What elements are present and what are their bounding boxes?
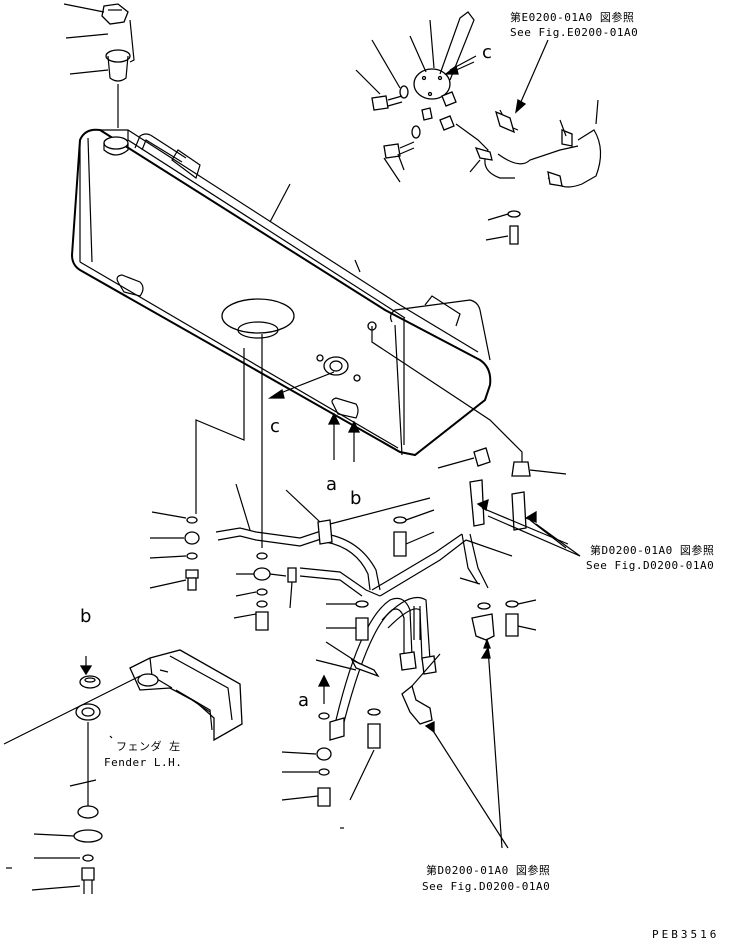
- fender-label-jp: フェンダ 左: [116, 740, 181, 753]
- fuel-hoses: [195, 334, 513, 741]
- ref-d0200-lower-en: See Fig.D0200-01A0: [422, 880, 551, 893]
- drain-fittings: [371, 326, 569, 549]
- view-arrows: [267, 371, 581, 849]
- view-letter-c-top: c: [482, 42, 492, 63]
- view-letter-a-low: a: [298, 690, 310, 711]
- ref-e0200-en: See Fig.E0200-01A0: [510, 26, 639, 39]
- fuel-sender-unit: [355, 11, 602, 245]
- view-letter-c-mid: c: [270, 416, 280, 437]
- ref-e0200-jp: 第E0200-01A0 図参照: [510, 11, 635, 24]
- drawing-code: PEB3516: [652, 928, 720, 941]
- ref-d0200-upper-jp: 第D0200-01A0 図参照: [590, 544, 715, 557]
- fender-label-en: Fender L.H.: [104, 756, 183, 769]
- filler-cap-assembly: [63, 3, 135, 128]
- fender-lh: [3, 649, 243, 787]
- view-letter-b-left: b: [80, 606, 92, 627]
- ref-d0200-upper-en: See Fig.D0200-01A0: [586, 559, 715, 572]
- view-letter-b-mid: b: [350, 488, 362, 509]
- view-letter-a-mid: a: [326, 474, 338, 495]
- fuel-tank: [70, 128, 492, 457]
- ref-d0200-lower-jp: 第D0200-01A0 図参照: [426, 864, 551, 877]
- fasteners-left: [149, 509, 537, 829]
- fender-fasteners: [6, 656, 103, 894]
